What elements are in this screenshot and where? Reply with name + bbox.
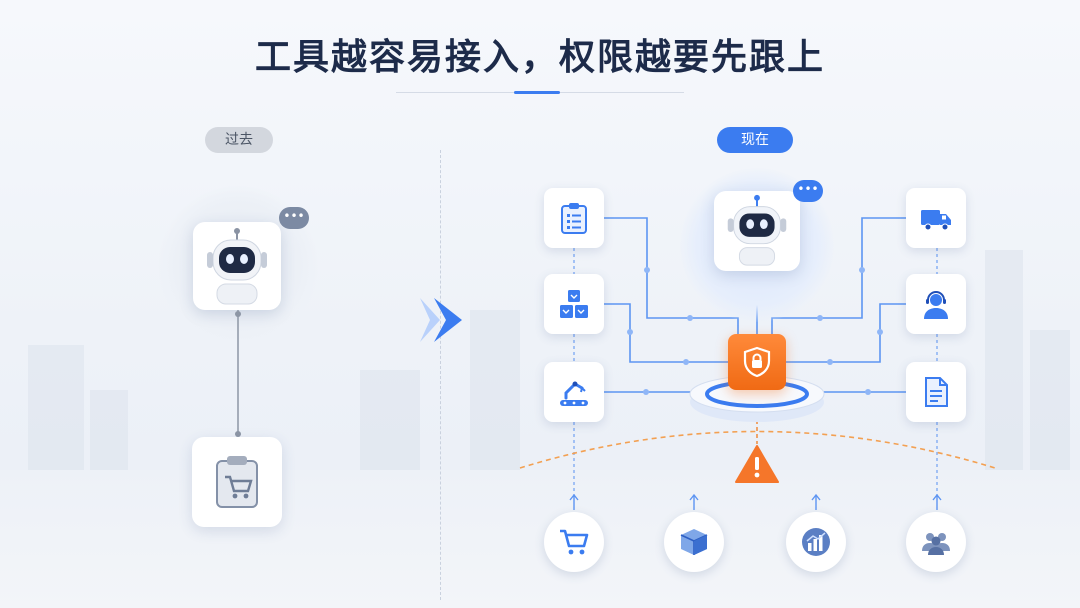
robot-icon xyxy=(727,194,787,266)
chat-bubble-icon: ••• xyxy=(279,207,309,229)
past-label: 过去 xyxy=(205,127,273,153)
past-robot-card xyxy=(193,222,281,310)
title-accent xyxy=(514,91,560,94)
tool-card-manufacturing xyxy=(544,362,604,422)
analytics-chart-icon xyxy=(802,528,830,556)
now-robot-card xyxy=(714,191,800,271)
warning-icon xyxy=(735,445,779,483)
tool-card-inventory xyxy=(544,274,604,334)
delivery-truck-icon xyxy=(921,210,951,231)
past-tool-card xyxy=(192,437,282,527)
skyline-building xyxy=(360,370,420,470)
tool-card-document xyxy=(906,362,966,422)
cubes-icon xyxy=(560,290,588,318)
skyline-building xyxy=(985,250,1023,470)
tool-card-support xyxy=(906,274,966,334)
now-label: 现在 xyxy=(717,127,793,153)
source-package xyxy=(664,512,724,572)
past-connector xyxy=(235,310,241,437)
page-title: 工具越容易接入，权限越要先跟上 xyxy=(254,37,825,78)
ground-band xyxy=(0,470,1080,608)
robot-icon xyxy=(207,228,267,305)
skyline-building xyxy=(90,390,128,470)
robot-arm-icon xyxy=(560,381,588,406)
shield-lock-icon xyxy=(743,346,771,378)
clipboard-cart-icon xyxy=(216,456,258,508)
skyline-building xyxy=(28,345,84,470)
section-divider xyxy=(440,150,441,600)
tool-card-checklist xyxy=(544,188,604,248)
source-users xyxy=(906,512,966,572)
source-analytics xyxy=(786,512,846,572)
chat-bubble-icon: ••• xyxy=(793,180,823,202)
customer-service-icon xyxy=(924,291,948,319)
skyline-building xyxy=(470,310,520,470)
document-icon xyxy=(925,377,948,407)
user-group-icon xyxy=(922,533,950,555)
skyline-building xyxy=(1030,330,1070,470)
security-platform xyxy=(689,375,825,422)
source-shopping xyxy=(544,512,604,572)
transition-arrow-icon xyxy=(420,298,462,342)
tool-card-delivery xyxy=(906,188,966,248)
package-box-icon xyxy=(680,529,708,555)
shopping-cart-icon xyxy=(560,529,589,555)
security-gate xyxy=(728,334,786,390)
clipboard-list-icon xyxy=(561,203,587,234)
